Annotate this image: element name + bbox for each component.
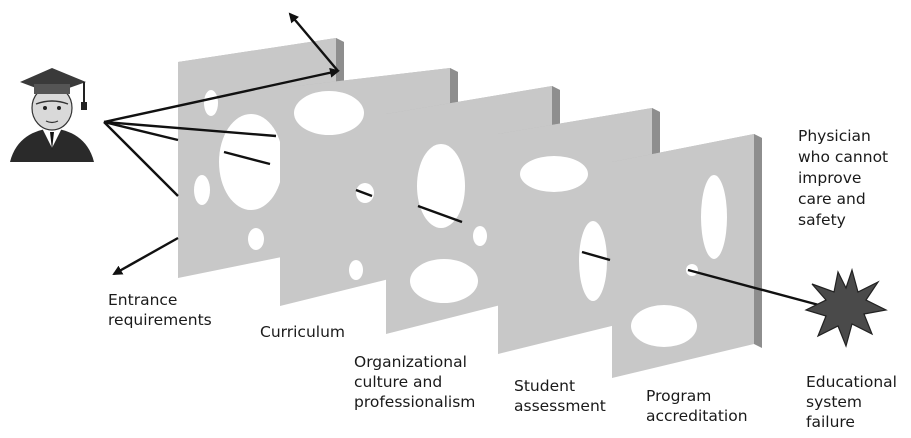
blocked-trajectory-curriculum [103,67,340,124]
label-line: Entrance [108,291,178,309]
slice-holes [194,90,283,250]
deflected-arrow-down [112,236,179,276]
label-line: assessment [514,397,606,415]
label-program-accreditation: Program accreditation [646,386,748,426]
label-line: culture and [354,373,443,391]
label-line: Curriculum [260,323,346,341]
label-educational-system-failure: Educational system failure [806,372,897,432]
label-line: who cannot [798,148,889,166]
label-line: Organizational [354,353,467,371]
label-line: Physician [798,127,871,145]
trajectory-to-failure [687,268,832,311]
label-organizational-culture: Organizational culture and professionali… [354,352,475,412]
blocked-trajectory-short [103,120,277,138]
label-line: failure [806,413,855,431]
label-entrance-requirements: Entrance requirements [108,290,212,330]
label-line: care and [798,190,866,208]
label-student-assessment: Student assessment [514,376,606,416]
trajectory-segment [581,250,611,262]
label-line: improve [798,169,862,187]
label-line: system [806,393,863,411]
blocked-trajectory-lower [103,121,179,197]
label-line: Educational [806,373,897,391]
slice-holes [294,91,374,280]
trajectory-segment [355,188,373,198]
label-line: requirements [108,311,212,329]
deflected-arrow-up [288,12,339,72]
label-line: professionalism [354,393,476,411]
graduate-student-icon [6,68,94,164]
slice-program-accreditation [612,134,762,378]
label-curriculum: Curriculum [260,322,345,342]
trajectory-through-holes [103,120,179,142]
hazard-trajectories [103,12,832,311]
label-line: safety [798,211,846,229]
slice-holes [520,156,607,301]
trajectory-segment [223,150,271,166]
label-physician-outcome: Physician who cannot improve care and sa… [798,126,888,231]
slice-holes [410,144,487,303]
trajectory-segment [417,204,463,224]
label-line: accreditation [646,407,748,425]
starburst-failure-icon [804,267,888,348]
label-line: Student [514,377,576,395]
label-line: Program [646,387,712,405]
